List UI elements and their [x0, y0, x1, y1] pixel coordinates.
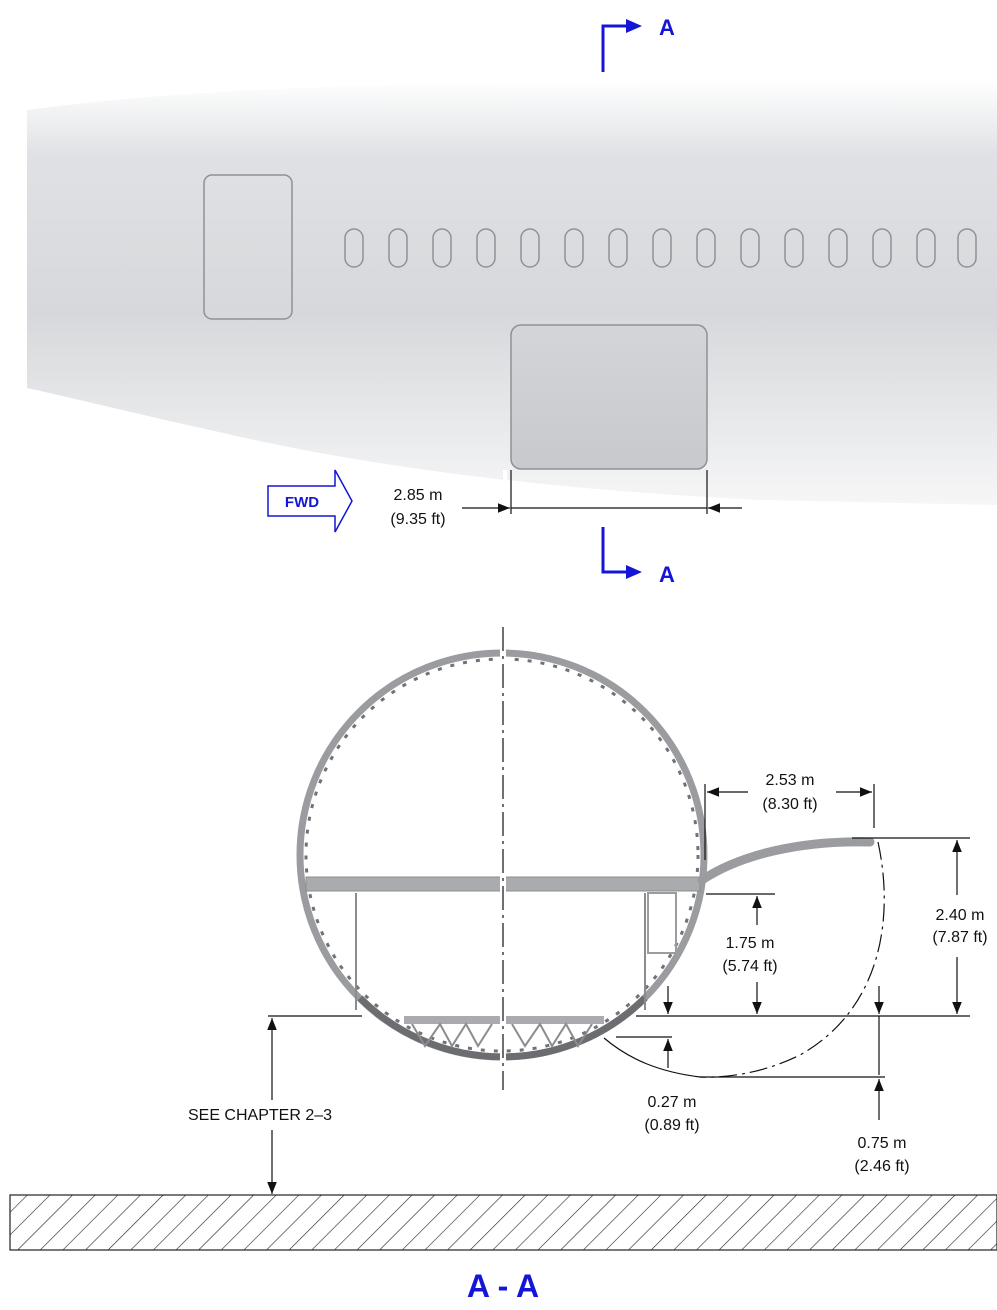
open-height-imperial: (7.87 ft): [932, 929, 987, 946]
section-marker-bottom: A: [601, 527, 675, 587]
section-dimension-lines: [267, 784, 970, 1194]
opened-cargo-door: [697, 837, 875, 885]
section-mark-bottom-label: A: [659, 562, 675, 587]
window: [344, 228, 364, 268]
width-dim-metric: 2.53 m: [766, 772, 815, 789]
section-marker-top: A: [601, 15, 675, 72]
window: [564, 228, 584, 268]
ground-hatch: [9, 1194, 997, 1251]
ground-note: SEE CHAPTER 2–3: [188, 1107, 332, 1124]
cargo-door: [510, 324, 708, 470]
fwd-arrow: FWD: [267, 469, 353, 533]
width-dim-imperial: (8.30 ft): [762, 796, 817, 813]
sill-lower-metric: 0.27 m: [648, 1094, 697, 1111]
door-offset-dimension: [462, 470, 742, 514]
window: [957, 228, 977, 268]
window: [608, 228, 628, 268]
section-mark-top-label: A: [659, 15, 675, 40]
section-title: A - A: [467, 1268, 539, 1304]
window: [696, 228, 716, 268]
window: [388, 228, 408, 268]
window: [520, 228, 540, 268]
door-offset-imperial: (9.35 ft): [390, 511, 445, 528]
window: [740, 228, 760, 268]
door-frame: [647, 892, 677, 954]
door-height-imperial: (5.74 ft): [722, 958, 777, 975]
window: [432, 228, 452, 268]
door-swing-arc: [699, 841, 885, 1078]
window: [828, 228, 848, 268]
door-offset-metric: 2.85 m: [394, 487, 443, 504]
window: [872, 228, 892, 268]
cargo-liner: [355, 893, 646, 1010]
window: [652, 228, 672, 268]
arc-bottom-metric: 0.75 m: [858, 1135, 907, 1152]
fuselage-body: [27, 80, 997, 505]
open-height-metric: 2.40 m: [936, 907, 985, 924]
door-height-metric: 1.75 m: [726, 935, 775, 952]
window: [784, 228, 804, 268]
sill-lower-imperial: (0.89 ft): [644, 1117, 699, 1134]
section-view: 2.53 m (8.30 ft) 2.40 m (7.87 ft) 1.75 m…: [9, 627, 997, 1304]
fwd-label: FWD: [285, 494, 319, 511]
passenger-door: [203, 174, 293, 320]
window-row: [344, 228, 977, 268]
arc-bottom-imperial: (2.46 ft): [854, 1158, 909, 1175]
window: [916, 228, 936, 268]
floor-beams: [411, 1022, 593, 1048]
fuselage-side-view: 2.85 m (9.35 ft) FWD A A: [27, 15, 997, 587]
window: [476, 228, 496, 268]
door-swing-arc-lower: [603, 1037, 701, 1078]
